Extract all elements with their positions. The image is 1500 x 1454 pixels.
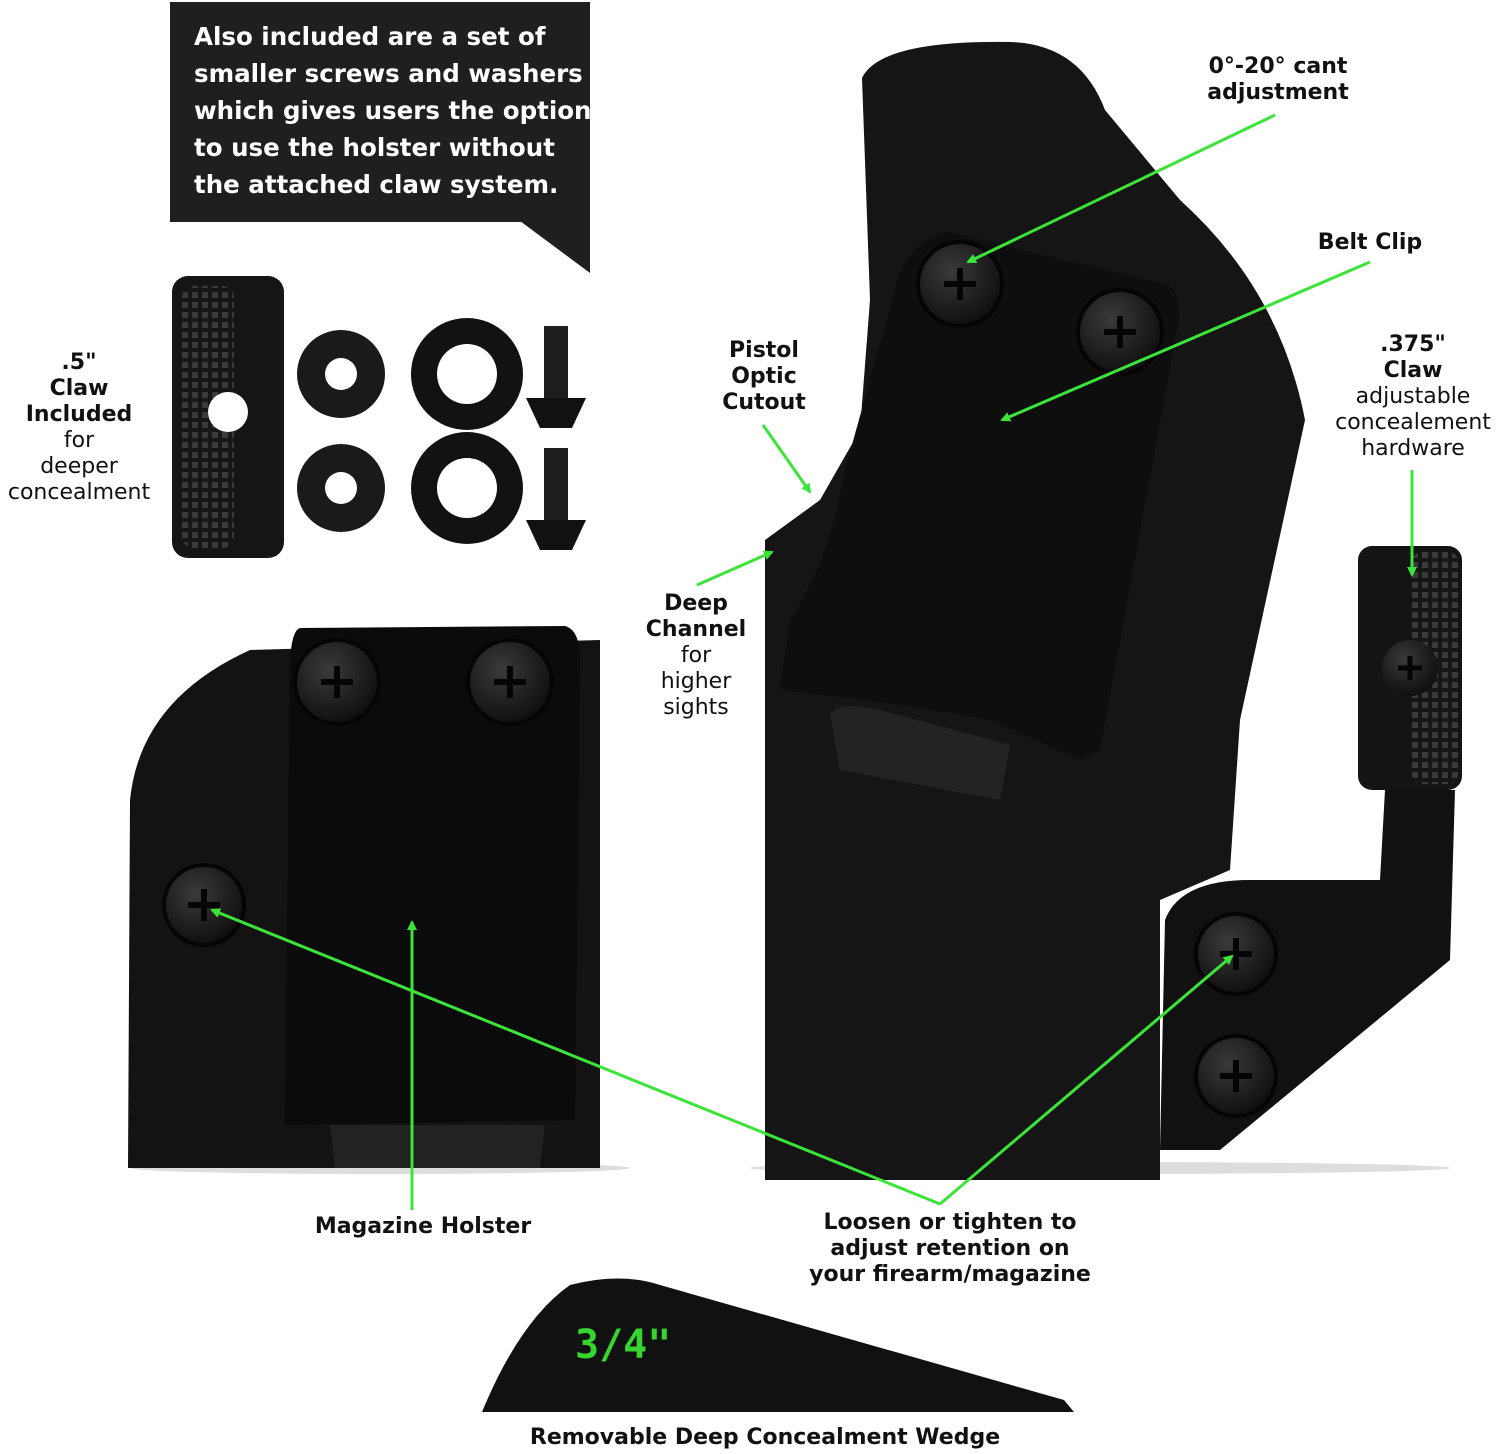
iwb-holster — [765, 41, 1305, 1180]
callout-line: smaller screws and washers — [194, 59, 583, 88]
label-line: deeper — [40, 454, 118, 479]
label-line: .375" — [1380, 332, 1446, 357]
label-line: adjust retention on — [830, 1236, 1070, 1261]
label-line: concealment — [7, 480, 151, 505]
label-line: for — [680, 643, 712, 668]
label-three-eighths-claw: .375" Claw adjustable concealement hardw… — [1326, 332, 1500, 462]
label-line: Loosen or tighten to — [823, 1210, 1077, 1235]
label-line: Included — [25, 402, 133, 427]
label-line: higher — [660, 669, 732, 694]
label-line: Belt Clip — [1317, 230, 1423, 255]
concealment-wedge — [482, 1278, 1074, 1412]
label-belt-clip: Belt Clip — [1300, 230, 1440, 256]
label-line: Magazine Holster — [314, 1214, 532, 1239]
label-pistol-optic: Pistol Optic Cutout — [704, 338, 824, 416]
label-line: Optic — [731, 364, 797, 389]
info-callout: Also included are a set of smaller screw… — [170, 2, 592, 222]
label-line: Cutout — [722, 390, 806, 415]
clip-screws — [916, 240, 1164, 376]
callout-line: Also included are a set of — [194, 22, 546, 51]
magazine-holster-body — [128, 626, 600, 1168]
label-magazine-holster: Magazine Holster — [300, 1214, 546, 1240]
callout-line: to use the holster without — [194, 133, 555, 162]
label-line: 0°-20° cant — [1208, 54, 1348, 79]
label-line: Pistol — [729, 338, 799, 363]
callout-line: the attached claw system. — [194, 170, 559, 199]
label-cant-adjustment: 0°-20° cant adjustment — [1188, 54, 1368, 106]
label-half-inch-claw: .5" Claw Included for deeper concealment — [0, 350, 158, 506]
washers — [297, 318, 523, 544]
label-line: Claw — [1383, 358, 1443, 383]
label-line: sights — [663, 695, 729, 720]
wedge-size-label: 3/4" — [575, 1322, 672, 1368]
half-inch-claw — [172, 276, 284, 558]
label-line: hardware — [1361, 436, 1465, 461]
callout-line: which gives users the option — [194, 96, 592, 125]
label-line: .5" — [61, 350, 97, 375]
three-eighths-claw — [1160, 546, 1462, 1150]
label-line: adjustment — [1207, 80, 1349, 105]
label-line: Claw — [49, 376, 109, 401]
label-deep-channel: Deep Channel for higher sights — [640, 591, 752, 721]
label-wedge-caption: Removable Deep Concealment Wedge — [510, 1425, 1020, 1451]
label-line: Deep — [664, 591, 728, 616]
label-line: for — [63, 428, 95, 453]
small-screws — [526, 326, 586, 550]
label-line: concealement — [1335, 410, 1491, 435]
callout-tail — [520, 221, 590, 273]
label-line: your firearm/magazine — [809, 1262, 1091, 1287]
label-line: Removable Deep Concealment Wedge — [529, 1425, 1001, 1450]
label-line: Channel — [645, 617, 747, 642]
label-line: adjustable — [1355, 384, 1471, 409]
pointer-arrows — [210, 113, 1417, 1210]
label-retention: Loosen or tighten to adjust retention on… — [790, 1210, 1110, 1288]
